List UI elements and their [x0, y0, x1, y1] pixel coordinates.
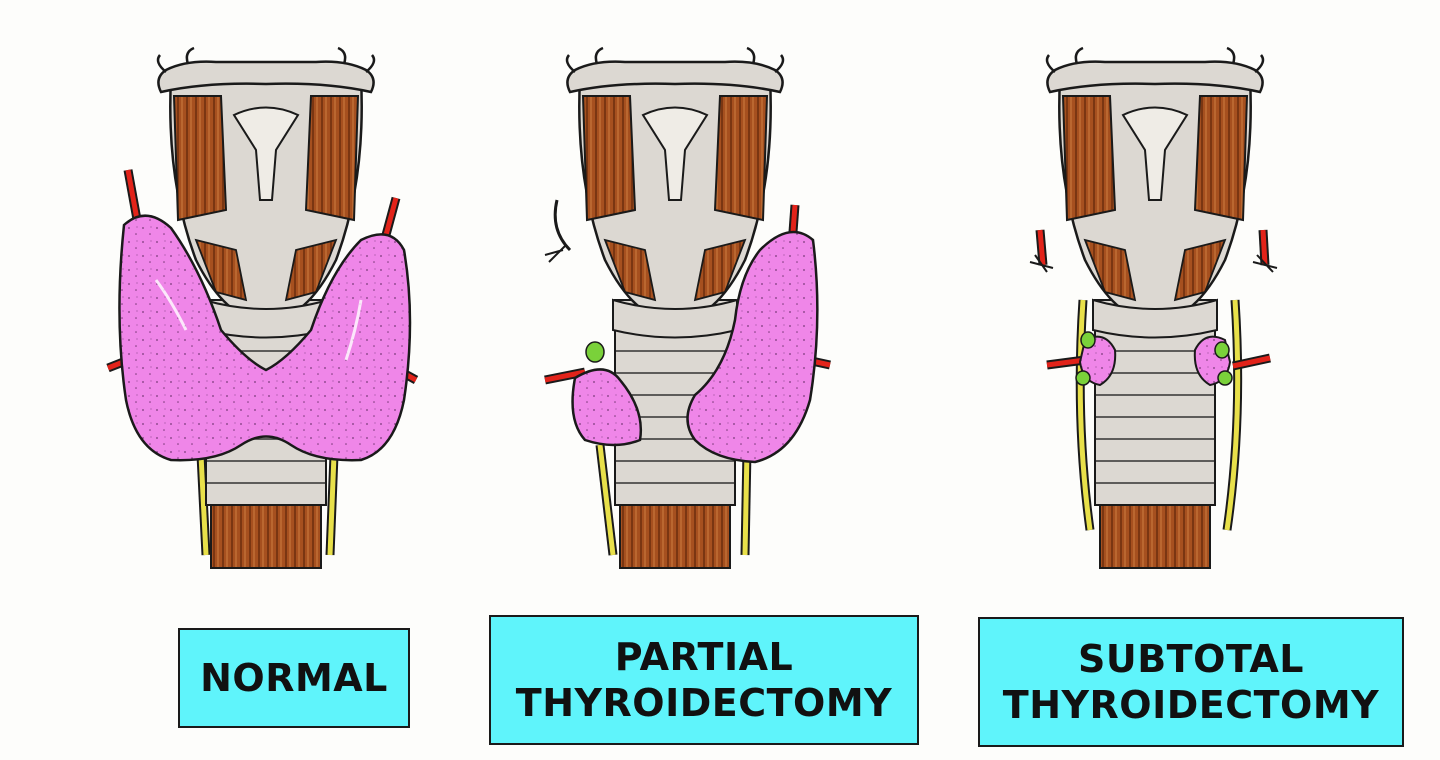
label-partial-line-2: THYROIDECTOMY: [515, 681, 893, 725]
label-normal: NORMAL: [178, 628, 410, 728]
thyroid-lobe-right: [686, 230, 819, 464]
panel-subtotal-illustration: [1029, 46, 1278, 570]
panel-normal-illustration: [106, 46, 419, 570]
thyroid-gland-full: [118, 214, 412, 462]
panel-partial-illustration: [544, 46, 831, 570]
parathyroid-gland: [1080, 331, 1096, 349]
label-normal-line-1: NORMAL: [200, 656, 388, 700]
parathyroid-gland: [1075, 370, 1091, 386]
label-subtotal-line-1: SUBTOTAL: [1077, 637, 1304, 681]
label-subtotal-line-2: THYROIDECTOMY: [1002, 683, 1380, 727]
parathyroid-gland: [1217, 370, 1233, 386]
label-partial-thyroidectomy: PARTIAL THYROIDECTOMY: [489, 615, 919, 745]
parathyroid-gland: [1214, 341, 1230, 359]
thyroid-remnant-left: [571, 368, 642, 447]
label-subtotal-thyroidectomy: SUBTOTAL THYROIDECTOMY: [978, 617, 1404, 747]
label-partial-line-1: PARTIAL: [614, 635, 794, 679]
parathyroid-gland: [585, 341, 605, 363]
